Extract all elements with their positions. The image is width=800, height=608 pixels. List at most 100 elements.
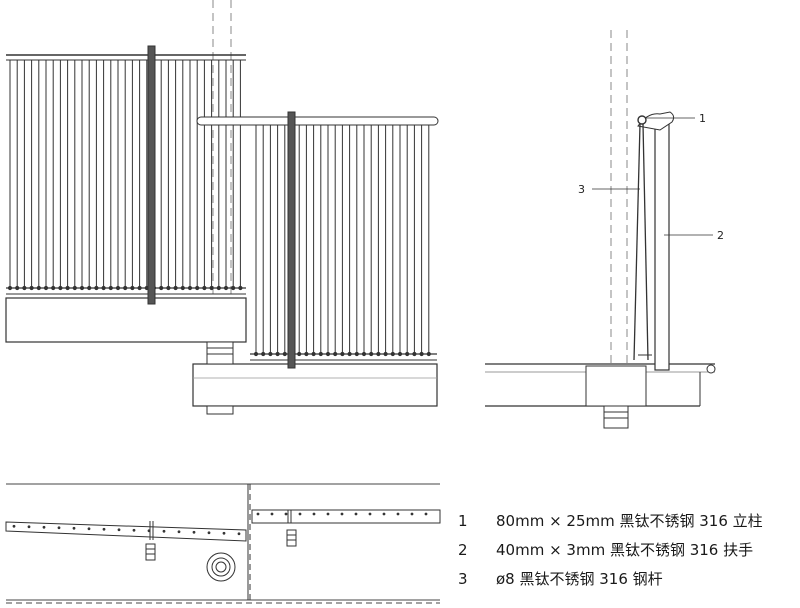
rod-foot (318, 351, 323, 357)
aggregate-dot (270, 512, 274, 516)
callout-3-label: 3 (578, 183, 585, 196)
legend-item-number: 1 (458, 511, 468, 530)
aggregate-dot (57, 526, 61, 530)
rod-foot (22, 285, 27, 291)
aggregate-dot (102, 527, 106, 531)
rod-foot (376, 351, 381, 357)
rod-foot (412, 351, 417, 357)
aggregate-dot (42, 525, 46, 529)
aggregate-dot (207, 531, 211, 535)
rod-foot (383, 351, 388, 357)
rod-foot (390, 351, 395, 357)
rod-foot (340, 351, 345, 357)
rod-foot (311, 351, 316, 357)
rod-foot (261, 351, 266, 357)
rod-foot (72, 285, 77, 291)
aggregate-dot (340, 512, 344, 516)
legend-item-text: ø8 黑钛不锈钢 316 钢杆 (496, 570, 663, 588)
aggregate-dot (162, 529, 166, 533)
rod-foot (347, 351, 352, 357)
rod-foot (361, 351, 367, 357)
rod-foot (94, 285, 99, 291)
rod-foot (419, 351, 424, 357)
rod-foot (282, 351, 287, 357)
rod-foot (123, 285, 128, 291)
rod-foot (159, 285, 164, 291)
rod-foot (325, 351, 331, 357)
aggregate-dot (424, 512, 428, 516)
aggregate-dot (410, 512, 414, 516)
rod-foot (238, 285, 243, 291)
rod-foot (216, 285, 221, 291)
legend-item-number: 2 (458, 540, 468, 559)
rod-foot (173, 285, 178, 291)
callout-1-label: 1 (699, 112, 706, 125)
legend-item: 2 40mm × 3mm 黑钛不锈钢 316 扶手 (458, 535, 798, 564)
rod-foot (65, 285, 70, 291)
aggregate-dot (312, 512, 316, 516)
legend-item-number: 3 (458, 569, 468, 588)
rod-foot (51, 285, 56, 291)
aggregate-dot (284, 512, 288, 516)
rod-foot (354, 351, 359, 357)
aggregate-dot (87, 527, 91, 531)
aggregate-dot (326, 512, 330, 516)
railing-section (485, 30, 716, 429)
legend-item-text: 40mm × 3mm 黑钛不锈钢 316 扶手 (496, 541, 754, 559)
rod-foot (130, 285, 135, 291)
aggregate-dot (222, 531, 226, 535)
rod-foot (223, 285, 229, 291)
aggregate-dot (368, 512, 372, 516)
aggregate-dot (72, 526, 76, 530)
rod-foot (58, 285, 63, 291)
rod-foot (180, 285, 185, 291)
rod-foot (115, 285, 121, 291)
rod-foot (202, 285, 207, 291)
rod-foot (426, 351, 431, 357)
rod-foot (36, 285, 41, 291)
material-legend: 1 80mm × 25mm 黑钛不锈钢 316 立柱 2 40mm × 3mm … (458, 506, 798, 593)
rod-foot (275, 351, 280, 357)
aggregate-dot (177, 530, 181, 534)
rod-foot (187, 285, 193, 291)
aggregate-dot (237, 532, 241, 536)
legend-item: 1 80mm × 25mm 黑钛不锈钢 316 立柱 (458, 506, 798, 535)
rod-foot (253, 351, 259, 357)
aggregate-dot (396, 512, 400, 516)
rod-foot (15, 285, 20, 291)
rod-foot (195, 285, 200, 291)
rod-foot (43, 285, 49, 291)
rod-foot (87, 285, 92, 291)
rod-foot (166, 285, 171, 291)
rod-foot (268, 351, 273, 357)
rod-foot (333, 351, 338, 357)
aggregate-dot (27, 525, 31, 529)
legend-item-text: 80mm × 25mm 黑钛不锈钢 316 立柱 (496, 512, 763, 530)
aggregate-dot (12, 524, 16, 528)
aggregate-dot (382, 512, 386, 516)
aggregate-dot (256, 512, 260, 516)
rod-foot (108, 285, 113, 291)
aggregate-dot (117, 528, 121, 532)
railing-plan (5, 483, 441, 604)
rod-foot (397, 351, 403, 357)
aggregate-dot (298, 512, 302, 516)
legend-item: 3 ø8 黑钛不锈钢 316 钢杆 (458, 564, 798, 593)
aggregate-dot (132, 528, 136, 532)
rod-foot (297, 351, 302, 357)
rod-foot (137, 285, 142, 291)
aggregate-dot (354, 512, 358, 516)
rod-foot (101, 285, 106, 291)
rod-foot (304, 351, 309, 357)
rod-foot (79, 285, 85, 291)
rod-foot (231, 285, 236, 291)
rod-foot (29, 285, 34, 291)
aggregate-dot (192, 530, 196, 534)
rod-foot (369, 351, 374, 357)
rod-foot (7, 285, 13, 291)
rod-foot (209, 285, 214, 291)
callout-2-label: 2 (717, 229, 724, 242)
railing-elevation (5, 0, 439, 415)
rod-foot (405, 351, 410, 357)
